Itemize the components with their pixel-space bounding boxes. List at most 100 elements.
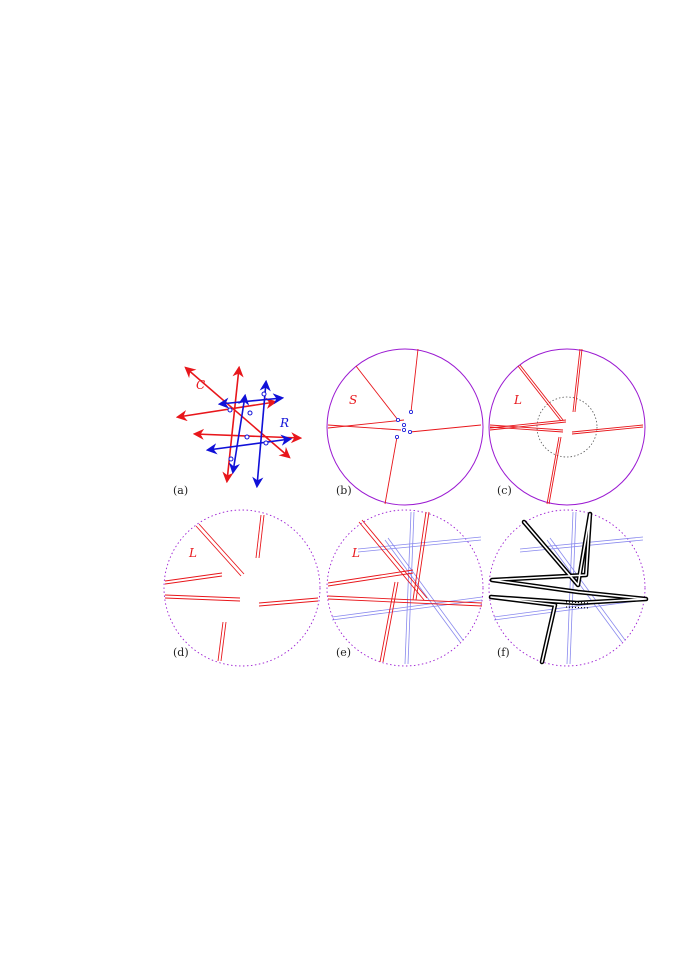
- blue-line-4: [252, 379, 271, 489]
- segment: [258, 597, 319, 604]
- ray: [489, 421, 567, 431]
- red-rays-s: [327, 348, 482, 505]
- segment: [258, 600, 319, 607]
- blue-double-lines: [493, 511, 645, 665]
- point: [244, 434, 250, 440]
- dotted-boundary-circle: [326, 509, 484, 667]
- boundary-circle: [326, 348, 484, 506]
- panel-e: L (e): [326, 509, 484, 667]
- ray: [548, 436, 562, 505]
- blue-line-3: [228, 393, 250, 475]
- ray: [384, 436, 398, 505]
- red-line: [379, 581, 396, 663]
- red-double-segments: [164, 514, 319, 662]
- symbol-l: L: [513, 393, 522, 407]
- ray: [546, 436, 560, 505]
- outline-inner: [490, 513, 647, 663]
- segment: [164, 597, 241, 602]
- endpoint: [407, 429, 412, 434]
- panel-d: L (d): [163, 509, 321, 667]
- endpoint: [395, 417, 400, 422]
- dotted-boundary-circle: [163, 509, 321, 667]
- red-line-4: [222, 365, 244, 484]
- red-line: [412, 511, 427, 601]
- segment: [195, 525, 242, 577]
- panel-b: S (b): [326, 348, 484, 506]
- blue-line: [404, 511, 412, 665]
- ray: [355, 365, 399, 421]
- symbol-r: R: [279, 416, 289, 430]
- blue-line: [357, 539, 482, 553]
- segment: [220, 621, 227, 662]
- blue-line: [566, 511, 574, 665]
- dotted-boundary-circle: [488, 509, 646, 667]
- blue-lines-r: [205, 379, 293, 489]
- panel-label-e: (e): [336, 646, 351, 659]
- panel-a: C R (a): [173, 365, 303, 497]
- red-double-lines: [327, 511, 483, 663]
- panel-label-b: (b): [336, 484, 352, 497]
- segment: [164, 572, 223, 582]
- endpoint: [401, 427, 406, 432]
- ray: [519, 364, 564, 421]
- panel-label-d: (d): [173, 646, 189, 659]
- blue-line: [407, 511, 415, 665]
- panel-label-c: (c): [497, 484, 512, 497]
- red-line-2: [175, 397, 278, 422]
- red-line: [327, 569, 414, 584]
- blue-line: [549, 537, 626, 641]
- panel-c: L (c): [488, 348, 646, 506]
- segment: [164, 575, 223, 585]
- ray: [489, 424, 564, 431]
- endpoint: [401, 422, 406, 427]
- point: [228, 456, 234, 462]
- endpoint: [394, 434, 399, 439]
- blue-line: [384, 539, 461, 643]
- red-line: [327, 595, 483, 604]
- segment: [164, 594, 241, 599]
- panel-label-f: (f): [497, 646, 510, 659]
- endpoint: [408, 409, 413, 414]
- ray: [410, 348, 419, 413]
- segment: [198, 523, 245, 575]
- red-double-rays: [489, 348, 644, 505]
- ray: [409, 424, 482, 433]
- blue-line: [519, 539, 644, 553]
- point: [227, 407, 233, 413]
- outline-outer: [488, 511, 649, 665]
- ray: [517, 365, 562, 422]
- panel-label-a: (a): [173, 484, 188, 497]
- ray: [571, 424, 644, 433]
- point: [247, 410, 253, 416]
- ray: [489, 419, 567, 429]
- symbol-l: L: [351, 546, 360, 560]
- red-line: [358, 521, 425, 601]
- black-outline-polygon: [488, 511, 649, 665]
- blue-double-lines: [331, 511, 483, 665]
- endpoints: [394, 409, 413, 439]
- ray: [572, 348, 581, 413]
- ray: [489, 426, 564, 433]
- red-line: [327, 598, 483, 607]
- red-line: [327, 572, 414, 587]
- ray: [327, 419, 405, 429]
- blue-line: [387, 537, 464, 641]
- blue-line-2: [205, 434, 293, 455]
- red-line: [415, 511, 430, 601]
- blue-line: [569, 511, 577, 665]
- segment: [217, 621, 224, 662]
- segment: [255, 514, 262, 559]
- blue-line: [357, 536, 482, 550]
- intersection-points: [227, 391, 269, 462]
- gap-dots: [565, 606, 591, 609]
- point: [263, 440, 269, 446]
- gap-dots: [565, 601, 591, 604]
- symbol-l: L: [188, 546, 197, 560]
- boundary-circle: [488, 348, 646, 506]
- blue-line: [519, 536, 644, 550]
- inner-dotted-circle: [536, 396, 598, 458]
- ray: [574, 348, 583, 413]
- point: [261, 391, 267, 397]
- red-line: [361, 519, 428, 599]
